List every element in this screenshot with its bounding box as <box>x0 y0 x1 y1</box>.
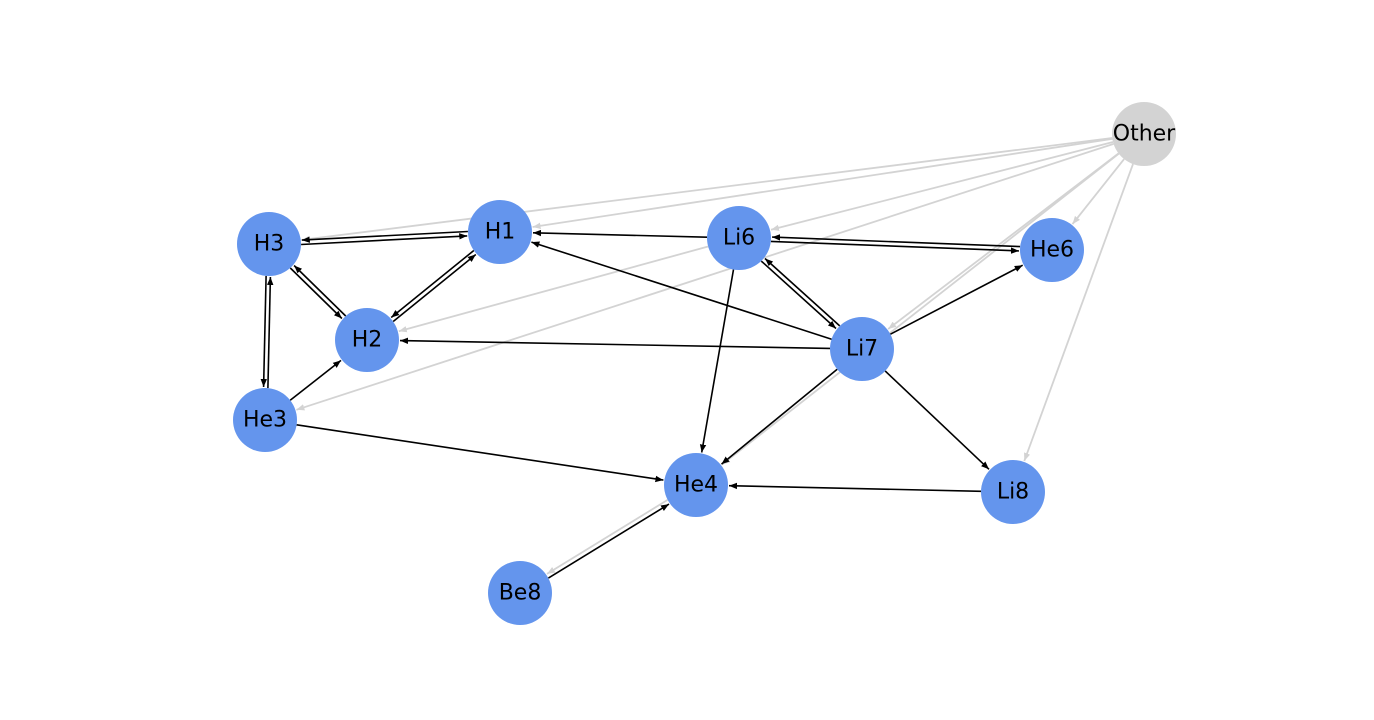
node-circle-he6 <box>1020 218 1084 282</box>
edge-li6-to-h2 <box>398 245 709 333</box>
edge-he6-to-li6 <box>772 234 1021 248</box>
edge-li8-to-he4 <box>728 482 982 493</box>
edge-li6-to-li7 <box>760 260 837 330</box>
node-h3: H3 <box>237 212 301 276</box>
edge-he3-to-h3 <box>267 276 274 389</box>
node-circle-he4 <box>664 453 728 517</box>
edge-li6-to-he4 <box>699 269 735 453</box>
node-circle-h3 <box>237 212 301 276</box>
edge-li7-to-h2 <box>399 337 831 350</box>
node-li8: Li8 <box>981 460 1045 524</box>
node-h2: H2 <box>335 308 399 372</box>
edge-h2-to-h1 <box>392 253 477 323</box>
node-circle-other <box>1112 102 1176 166</box>
edge-other-to-he6 <box>1071 158 1125 225</box>
node-label-he3: He3 <box>243 408 287 433</box>
edge-li6-to-h1 <box>532 229 708 238</box>
node-circle-be8 <box>488 561 552 625</box>
node-other: Other <box>1112 102 1176 166</box>
node-circle-li6 <box>707 206 771 270</box>
edge-other-to-li7 <box>887 152 1120 330</box>
node-circle-h1 <box>468 200 532 264</box>
main-edges-layer <box>260 229 1024 579</box>
edge-other-to-li8 <box>1023 163 1134 462</box>
node-label-li6: Li6 <box>723 226 755 251</box>
node-label-be8: Be8 <box>499 581 542 606</box>
node-label-li7: Li7 <box>846 337 878 362</box>
edge-other-to-li6 <box>770 141 1114 231</box>
edge-be8-to-he4 <box>547 503 670 579</box>
edge-he3-to-h2 <box>289 359 342 401</box>
edge-li7-to-h1 <box>531 241 832 340</box>
edge-li7-to-he4 <box>720 368 838 465</box>
edge-other-to-he4 <box>721 152 1120 466</box>
edge-h1-to-h3 <box>301 230 468 243</box>
node-he6: He6 <box>1020 218 1084 282</box>
node-li6: Li6 <box>707 206 771 270</box>
edge-other-to-he3 <box>296 143 1114 411</box>
edge-he4-to-be8 <box>546 499 669 575</box>
other-edges-layer <box>296 137 1134 575</box>
edge-li6-to-he6 <box>770 240 1019 254</box>
edge-h2-to-h3 <box>293 264 347 317</box>
edge-h3-to-h2 <box>289 267 343 320</box>
node-be8: Be8 <box>488 561 552 625</box>
edge-other-to-h3 <box>301 137 1113 243</box>
node-circle-li8 <box>981 460 1045 524</box>
node-label-h3: H3 <box>254 232 285 257</box>
node-circle-h2 <box>335 308 399 372</box>
node-label-he6: He6 <box>1030 238 1074 263</box>
node-li7: Li7 <box>830 317 894 381</box>
node-label-h1: H1 <box>485 220 516 245</box>
edge-li7-to-he6 <box>890 264 1024 335</box>
node-he3: He3 <box>233 388 297 452</box>
node-label-h2: H2 <box>352 328 383 353</box>
edge-he3-to-he4 <box>296 424 664 483</box>
edge-h3-to-he3 <box>260 275 267 388</box>
node-h1: H1 <box>468 200 532 264</box>
edge-h1-to-h2 <box>390 249 475 319</box>
node-circle-he3 <box>233 388 297 452</box>
node-he4: He4 <box>664 453 728 517</box>
edge-li7-to-li6 <box>764 257 841 327</box>
node-label-li8: Li8 <box>997 480 1029 505</box>
edge-other-to-h1 <box>532 137 1113 229</box>
edge-li7-to-li8 <box>884 370 990 470</box>
node-label-he4: He4 <box>674 473 718 498</box>
node-label-other: Other <box>1113 122 1176 147</box>
node-circle-li7 <box>830 317 894 381</box>
edge-h3-to-h1 <box>301 233 468 246</box>
